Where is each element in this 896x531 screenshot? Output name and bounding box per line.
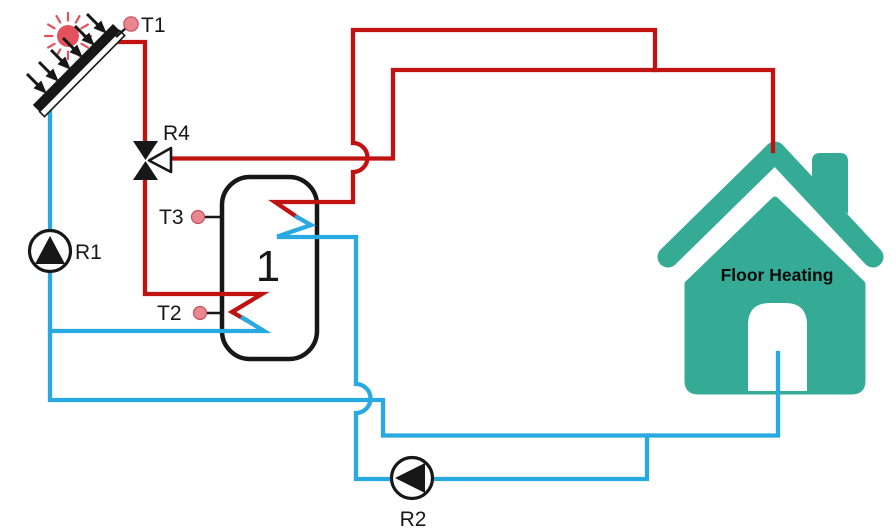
valve-lower-triangle [133,161,158,180]
chimney-shape [812,153,848,214]
house-icon [657,141,884,395]
pipe-tank-top-coil-to-supply-with-crossing-bridge [268,27,658,220]
label-t3: T3 [159,206,184,229]
solar-collector-icon [32,23,126,118]
three-way-valve-icon [133,141,173,180]
sensor-t1-stub [115,27,127,38]
collector-frame-strip [38,29,126,118]
pipe-valve-to-tank-bottom-coil [142,177,270,323]
pipe-collector-return-and-floor-heating-return [47,108,781,438]
pump-r1-flow-triangle-up [35,236,65,264]
pump-r2-icon [389,455,435,501]
irradiance-arrow-icons [25,12,107,94]
pipe-collector-to-valve [113,39,148,144]
pipe-tank-bottom-coil-outlet [47,315,272,334]
pump-r2-flow-triangle-left [395,463,425,493]
temperature-sensors [115,16,224,321]
sun-disc [57,25,79,47]
storage-tank-body [219,174,320,362]
sensor-t2-dot-icon [192,305,208,321]
pipe-tank-top-coil-cold-section [276,214,317,239]
label-t1: T1 [141,14,166,37]
pump-r1-icon [27,228,73,274]
sensor-t1-dot-icon [123,16,139,32]
sensor-t3-dot-icon [190,209,206,225]
pipe-return-through-pump-r2-with-crossing-bridge [276,234,650,482]
label-tank-number: 1 [256,242,280,291]
label-t2: T2 [157,302,182,325]
door-shape [748,303,807,391]
hot-pipes [113,27,776,323]
label-floor-heating: Floor Heating [721,265,834,285]
pipe-valve-to-floor-heating-supply [168,67,776,161]
label-r4: R4 [163,122,190,145]
collector-absorber-bar [32,23,120,112]
cold-pipes [47,108,781,482]
label-r2: R2 [400,508,427,531]
house-body-shape [684,196,866,395]
valve-upper-triangle [133,141,158,160]
label-r1: R1 [75,241,102,264]
valve-side-port-triangle [147,146,173,174]
